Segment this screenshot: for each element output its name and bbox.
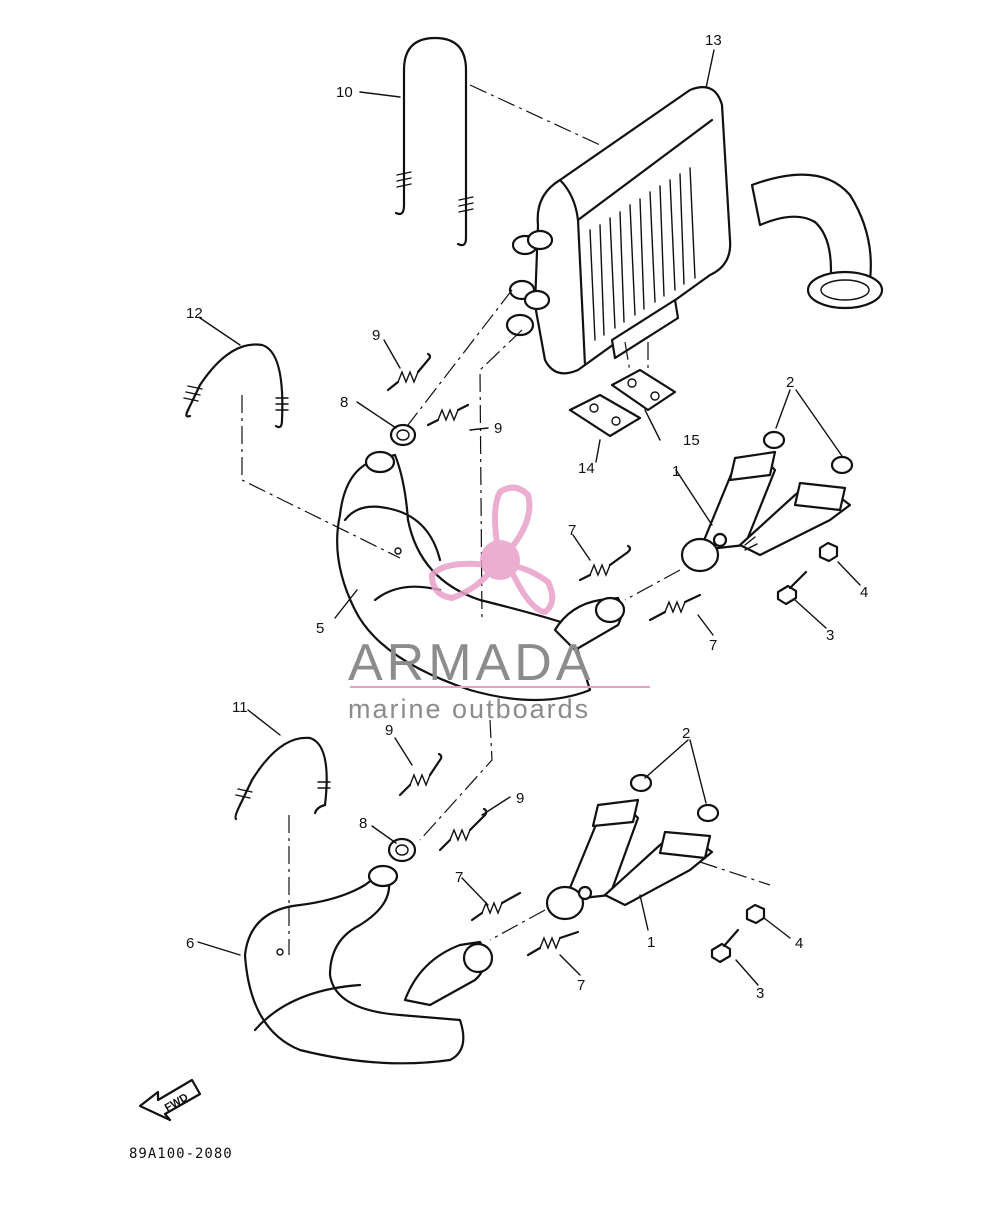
part-9-spring-upper-a[interactable] [386,352,432,392]
callout-11: 11 [232,699,248,716]
part-2-gasket-lower-b[interactable] [696,803,720,823]
callout-9b: 9 [494,420,502,437]
part-1-manifold-lower[interactable] [545,798,714,921]
part-8-gasket-lower[interactable] [387,837,417,863]
part-3-bolt-upper[interactable] [776,570,808,606]
callout-7b: 7 [709,637,717,654]
callout-8b: 8 [359,815,367,832]
part-7-spring-lower-b[interactable] [526,930,580,957]
part-2-gasket-upper-a[interactable] [762,430,786,450]
part-8-gasket-upper[interactable] [389,423,417,447]
part-5-exhaust-chamber[interactable] [336,450,626,702]
part-7-spring-upper-b[interactable] [648,593,702,622]
part-11-spring-band[interactable] [234,736,331,821]
part-7-spring-lower-a[interactable] [470,891,522,922]
callout-12: 12 [186,305,203,322]
callout-9c: 9 [385,722,393,739]
propeller-logo-icon [428,484,556,616]
part-15-bracket[interactable] [610,368,677,412]
part-2-gasket-upper-b[interactable] [830,455,854,475]
armada-watermark: ARMADA marine outboards [348,484,650,724]
leader-lines [197,49,861,986]
part-6-exhaust-chamber[interactable] [243,864,494,1065]
watermark-tagline: marine outboards [348,694,590,724]
callout-7d: 7 [577,977,585,994]
callout-4b: 4 [795,935,803,952]
callout-1b: 1 [647,934,655,951]
part-3-bolt-lower[interactable] [710,928,740,964]
callout-10: 10 [336,84,353,101]
callout-6: 6 [186,935,194,952]
callout-8a: 8 [340,394,348,411]
part-7-spring-upper-a[interactable] [578,544,632,582]
callout-4a: 4 [860,584,868,601]
callout-7a: 7 [568,522,576,539]
part-1-manifold-upper[interactable] [680,450,852,573]
callout-9d: 9 [516,790,524,807]
callout-5: 5 [316,620,324,637]
part-callouts: 10 13 12 9 8 9 2 15 14 1 7 4 5 7 3 11 9 … [186,32,868,1002]
part-13-muffler[interactable] [505,86,884,375]
assembly-lines [241,84,771,955]
callout-14: 14 [578,460,595,477]
part-9-spring-upper-b[interactable] [426,403,470,427]
part-4-nut-upper[interactable] [818,541,839,563]
callout-3b: 3 [756,985,764,1002]
watermark-name: ARMADA [348,634,594,692]
part-14-bracket[interactable] [568,393,642,438]
callout-2a: 2 [786,374,794,391]
callout-15: 15 [683,432,700,449]
part-12-spring-band[interactable] [183,343,289,429]
callout-2b: 2 [682,725,690,742]
part-4-nut-lower[interactable] [745,903,766,925]
forward-arrow-icon: FWD [138,1078,202,1122]
part-9-spring-lower-b[interactable] [438,807,488,852]
part-2-gasket-lower-a[interactable] [629,773,653,793]
part-9-spring-lower-a[interactable] [398,752,443,797]
callout-3a: 3 [826,627,834,644]
diagram-code: 89A100-2080 [129,1146,233,1162]
callout-7c: 7 [455,869,463,886]
part-10-spring-band[interactable] [394,36,474,247]
callout-13: 13 [705,32,722,49]
callout-9a: 9 [372,327,380,344]
callout-1a: 1 [672,463,680,480]
muffler-inlet-ports [505,229,554,337]
